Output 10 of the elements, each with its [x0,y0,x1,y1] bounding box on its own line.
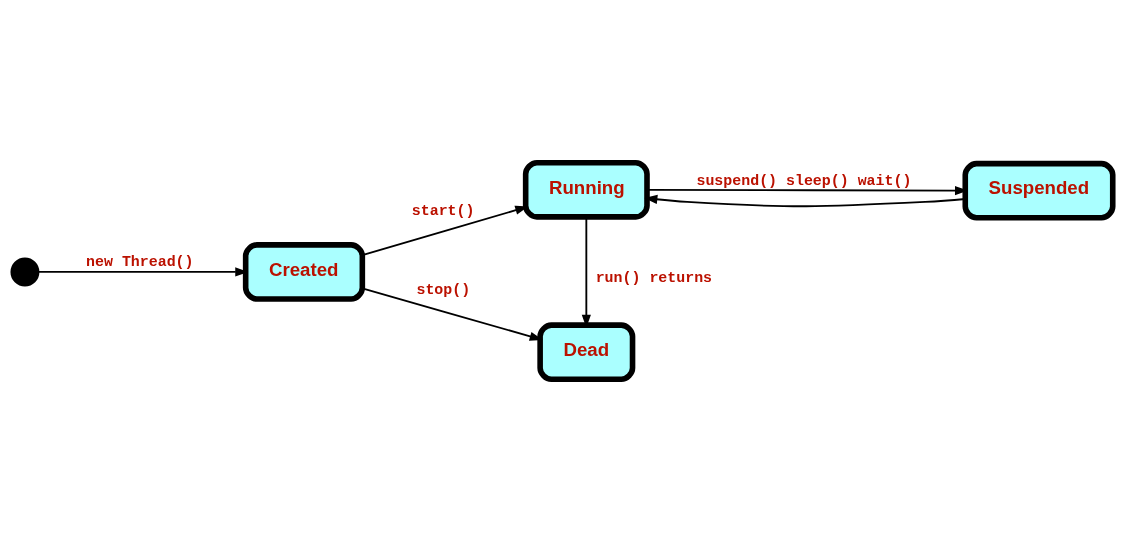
node-box: Dead [537,321,636,382]
node-box: Created [242,241,366,302]
edge-label: run() returns [595,269,713,286]
node-box: Running [522,159,650,220]
edge-label: suspend() sleep() wait() [696,172,912,189]
node-box: Suspended [962,160,1116,221]
node-circle [10,256,40,286]
edge-label: stop() [416,281,471,298]
edge-label: start() [411,202,475,219]
edge-label: new Thread() [86,253,194,270]
